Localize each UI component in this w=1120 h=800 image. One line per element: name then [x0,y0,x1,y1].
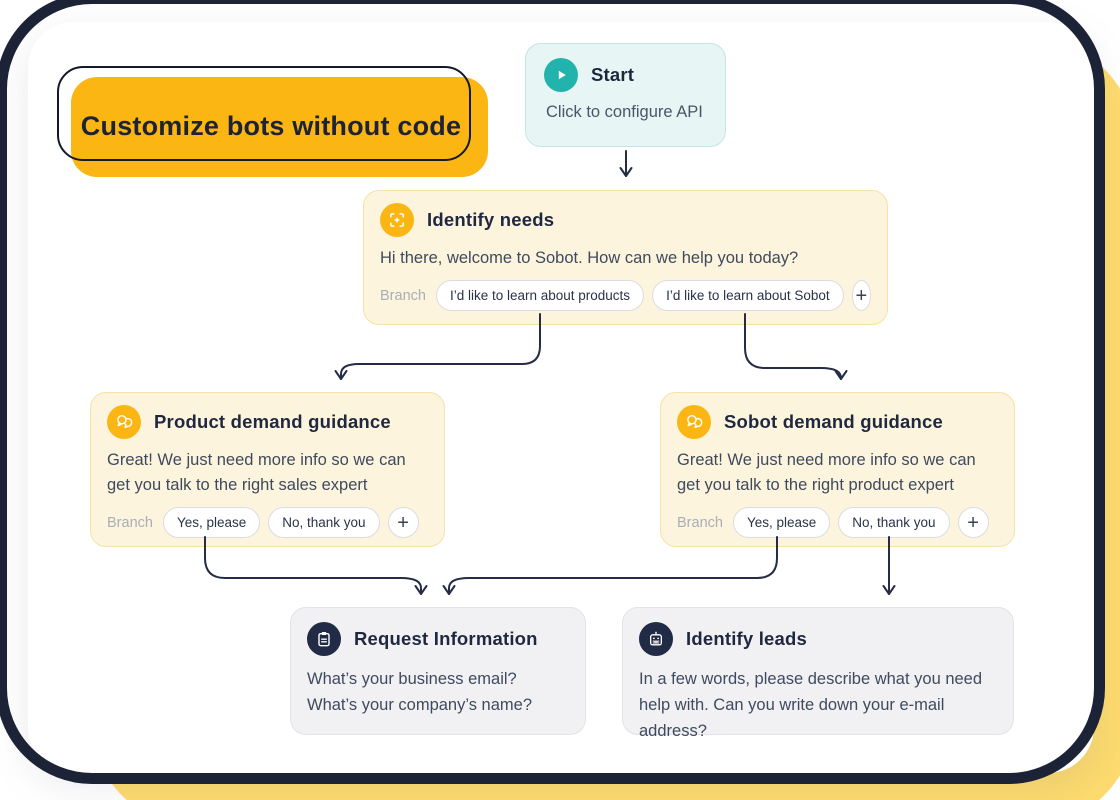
node-start[interactable]: Start Click to configure API [525,43,726,147]
chat-bubbles-icon [677,405,711,439]
branch-label: Branch [107,514,153,531]
branch-label: Branch [677,514,723,531]
branch-label: Branch [380,287,426,304]
add-branch-button[interactable]: + [387,507,419,538]
node-message: In a few words, please describe what you… [639,670,983,740]
branch-row: Branch Yes, please No, thank you + [107,507,428,538]
node-message: Great! We just need more info so we can … [107,451,406,494]
node-title: Sobot demand guidance [724,411,944,432]
clipboard-icon [307,622,341,656]
node-title: Identify needs [427,209,555,230]
add-branch-button[interactable]: + [851,280,871,311]
node-sobot-demand-guidance[interactable]: Sobot demand guidance Great! We just nee… [660,392,1015,547]
add-branch-button[interactable]: + [957,507,989,538]
branch-option-yes[interactable]: Yes, please [162,507,261,538]
robot-icon [639,622,673,656]
node-identify-leads[interactable]: Identify leads In a few words, please de… [622,607,1014,740]
banner-title: Customize bots without code [80,110,462,141]
node-question-email: What’s your business email? [307,670,517,688]
branch-row: Branch I’d like to learn about products … [380,280,871,311]
branch-option-products[interactable]: I’d like to learn about products [435,280,645,311]
branch-option-yes[interactable]: Yes, please [732,507,831,538]
node-subtitle: Click to configure API [546,103,703,121]
node-title: Start [591,64,635,85]
node-question-company: What’s your company’s name? [307,696,532,714]
node-request-information[interactable]: Request Information What’s your business… [290,607,586,735]
branch-option-no[interactable]: No, thank you [838,507,950,538]
scan-target-icon [380,203,414,237]
node-identify-needs[interactable]: Identify needs Hi there, welcome to Sobo… [363,190,888,325]
play-icon [544,58,578,92]
branch-option-sobot[interactable]: I’d like to learn about Sobot [652,280,844,311]
banner-outline [57,66,471,161]
node-title: Identify leads [686,628,808,649]
chat-bubbles-icon [107,405,141,439]
node-message: Hi there, welcome to Sobot. How can we h… [380,249,799,267]
node-product-demand-guidance[interactable]: Product demand guidance Great! We just n… [90,392,445,547]
branch-row: Branch Yes, please No, thank you + [677,507,998,538]
node-title: Request Information [354,628,538,649]
node-title: Product demand guidance [154,411,391,432]
node-message: Great! We just need more info so we can … [677,451,976,494]
branch-option-no[interactable]: No, thank you [268,507,380,538]
